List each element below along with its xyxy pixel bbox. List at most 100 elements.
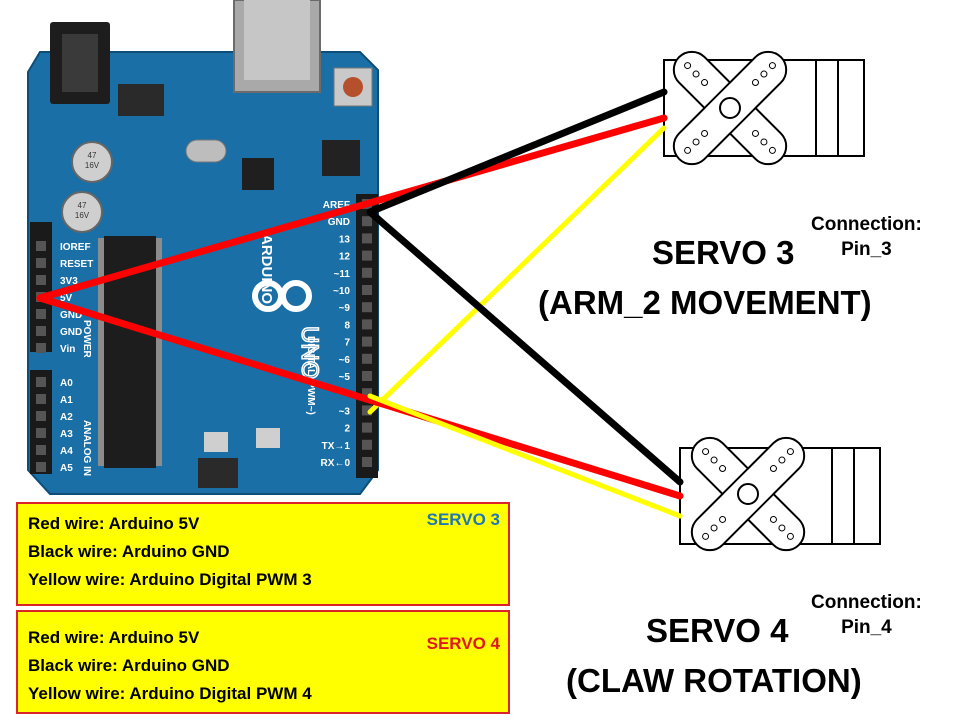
header-pin bbox=[362, 405, 372, 416]
pin-label: IOREF bbox=[60, 242, 91, 253]
pin-label: ~5 bbox=[339, 372, 351, 383]
legend-line: Black wire: Arduino GND bbox=[28, 656, 230, 675]
pin-label: TX→1 bbox=[322, 441, 351, 452]
pin-label: 2 bbox=[344, 424, 350, 435]
pin-label: ~10 bbox=[333, 286, 350, 297]
header-pin bbox=[362, 439, 372, 450]
servo-4-subtitle: (CLAW ROTATION) bbox=[566, 662, 862, 699]
pin-label: RX←0 bbox=[321, 458, 351, 469]
pin-label: GND bbox=[60, 327, 82, 338]
pin-label: ~11 bbox=[334, 269, 351, 280]
header-pin bbox=[362, 388, 372, 399]
capacitor-label: 47 bbox=[78, 201, 87, 210]
pin-label: 8 bbox=[344, 320, 350, 331]
board-model: UNO bbox=[296, 326, 323, 379]
header-pin bbox=[362, 371, 372, 381]
servo-4-title: SERVO 4 bbox=[646, 612, 789, 649]
header-pin bbox=[36, 394, 46, 404]
pin-label: 13 bbox=[339, 234, 351, 245]
pin-label: 12 bbox=[339, 252, 351, 263]
servo-3-title: SERVO 3 bbox=[652, 234, 795, 271]
header-pin bbox=[362, 319, 372, 330]
pin-label: A3 bbox=[60, 429, 73, 440]
servo-3-yellow-wire bbox=[367, 125, 667, 415]
servo-4-connection-pin: Pin_4 bbox=[841, 617, 892, 638]
pin-label: RESET bbox=[60, 259, 93, 270]
servo-4-wiring-legend: SERVO 4 Red wire: Arduino 5V Black wire:… bbox=[16, 610, 510, 714]
capacitor-label: 16V bbox=[75, 211, 90, 220]
pin-label: ~9 bbox=[339, 303, 351, 314]
wires bbox=[36, 88, 684, 519]
pin-label: GND bbox=[60, 310, 82, 321]
header-pin bbox=[36, 326, 46, 336]
servo-4-motor bbox=[679, 436, 881, 552]
header-pin bbox=[36, 445, 46, 455]
board-brand: ARDUINO bbox=[258, 234, 275, 304]
legend-line: Red wire: Arduino 5V bbox=[28, 628, 200, 647]
pin-label: A1 bbox=[60, 395, 73, 406]
pin-label: GND bbox=[328, 217, 350, 228]
header-pin bbox=[362, 302, 372, 313]
servo-4-yellow-wire bbox=[367, 393, 683, 519]
legend-line: Yellow wire: Arduino Digital PWM 3 bbox=[28, 570, 312, 589]
pin-label: ~6 bbox=[339, 355, 351, 366]
pin-label: A5 bbox=[60, 463, 73, 474]
servo-3-wiring-legend: SERVO 3 Red wire: Arduino 5V Black wire:… bbox=[16, 502, 510, 606]
header-pin bbox=[362, 216, 372, 227]
power-header bbox=[30, 222, 52, 352]
pin-label: AREF bbox=[323, 200, 350, 211]
digital-header-label: DIGITAL (PWM~) bbox=[305, 336, 316, 415]
header-pin bbox=[362, 250, 372, 261]
header-pin bbox=[36, 411, 46, 421]
pin-label: ~3 bbox=[339, 406, 351, 417]
pin-label: Vin bbox=[60, 344, 75, 355]
header-pin bbox=[36, 275, 46, 285]
header-pin bbox=[36, 309, 46, 319]
header-pin bbox=[36, 462, 46, 472]
header-pin bbox=[362, 422, 372, 433]
arduino-logo bbox=[252, 280, 312, 312]
header-pin bbox=[362, 336, 372, 347]
analog-header-label: ANALOG IN bbox=[81, 420, 92, 476]
header-pin bbox=[362, 285, 372, 295]
servo-3-connection: Connection: Pin_3 bbox=[811, 212, 922, 262]
capacitor: 47 16V bbox=[61, 191, 103, 233]
servo-4-black-wire bbox=[366, 208, 684, 486]
header-pin bbox=[36, 258, 46, 268]
header-pin bbox=[362, 457, 372, 467]
pin-label: 7 bbox=[344, 338, 350, 349]
arduino-board: 47 16V 47 16V ARDUINO UNO bbox=[27, 0, 379, 495]
servo-3-red-wire bbox=[36, 114, 668, 302]
servo-3-connection-label: Connection: bbox=[811, 214, 922, 235]
legend-line: Black wire: Arduino GND bbox=[28, 542, 230, 561]
header-pin bbox=[36, 241, 46, 251]
pin-label: A4 bbox=[60, 446, 73, 457]
pin-label: 5V bbox=[60, 293, 73, 304]
servo-3-black-wire bbox=[366, 88, 668, 216]
servo-4-connection: Connection: Pin_4 bbox=[811, 590, 922, 640]
capacitor-label: 47 bbox=[88, 151, 97, 160]
capacitor-label: 16V bbox=[85, 161, 100, 170]
analog-header bbox=[30, 370, 52, 474]
header-pin bbox=[362, 267, 372, 278]
header-pin bbox=[36, 343, 46, 353]
header-pin bbox=[36, 428, 46, 438]
pin-label: A0 bbox=[60, 378, 73, 389]
servo-3-subtitle: (ARM_2 MOVEMENT) bbox=[538, 284, 872, 321]
legend-line: Red wire: Arduino 5V bbox=[28, 514, 200, 533]
pin-label: 3V3 bbox=[60, 276, 78, 287]
servo-4-legend-tag: SERVO 4 bbox=[426, 634, 500, 653]
header-pin bbox=[362, 233, 372, 244]
pin-label: A2 bbox=[60, 412, 73, 423]
header-pin bbox=[36, 377, 46, 387]
servo-4-connection-label: Connection: bbox=[811, 592, 922, 613]
servo-4-red-wire bbox=[36, 294, 684, 500]
servo-3-legend-tag: SERVO 3 bbox=[426, 510, 500, 529]
servo-3-connection-pin: Pin_3 bbox=[841, 239, 892, 260]
servo-3-motor bbox=[663, 50, 865, 166]
power-header-label: POWER bbox=[81, 320, 92, 359]
capacitor: 47 16V bbox=[71, 141, 113, 183]
header-pin bbox=[362, 353, 372, 364]
legend-line: Yellow wire: Arduino Digital PWM 4 bbox=[28, 684, 312, 703]
